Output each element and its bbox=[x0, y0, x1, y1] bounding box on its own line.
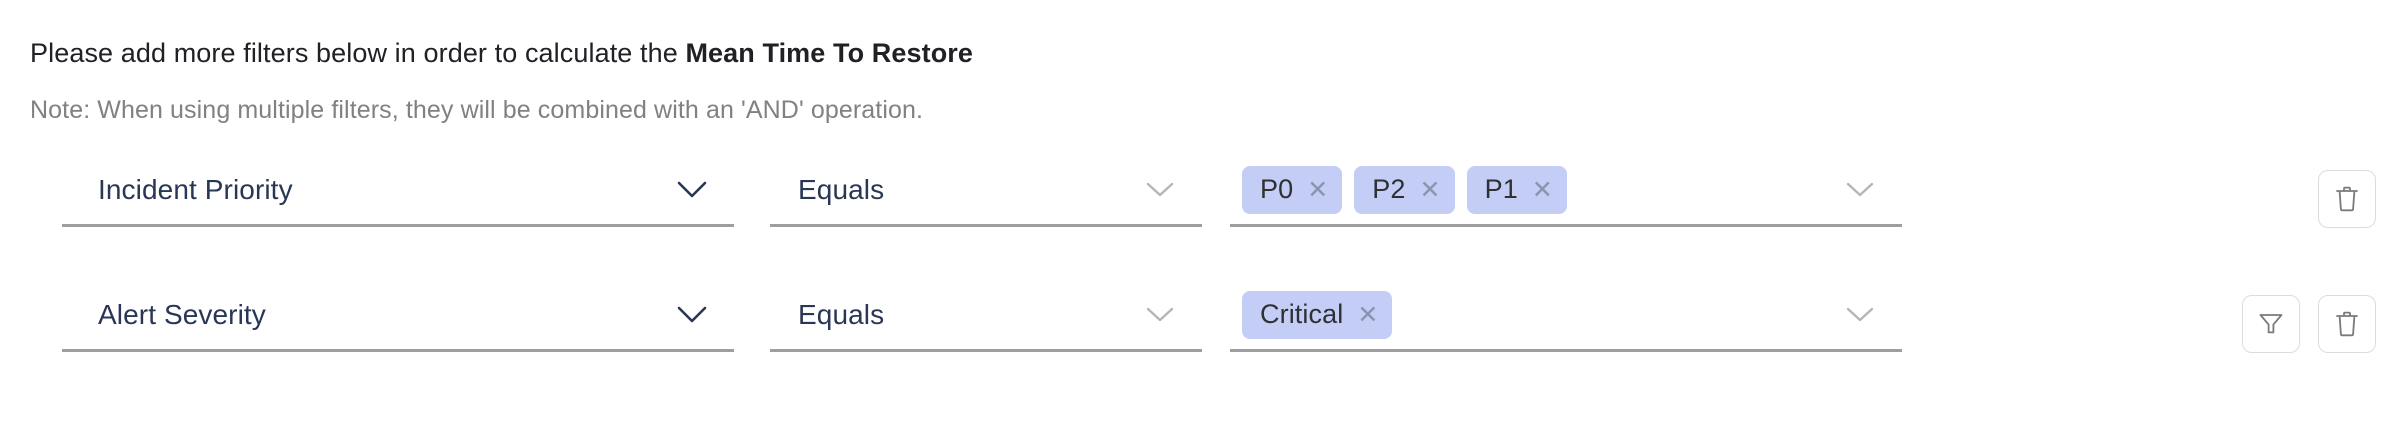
values-multiselect[interactable]: P0 ✕ P2 ✕ P1 ✕ bbox=[1230, 155, 1902, 227]
attribute-select[interactable]: Alert Severity bbox=[62, 280, 734, 352]
filter-row: Alert Severity Equals Critical ✕ bbox=[0, 280, 2408, 405]
close-icon[interactable]: ✕ bbox=[1531, 175, 1553, 204]
chevron-down-icon[interactable] bbox=[672, 295, 712, 335]
value-chip-label: P1 bbox=[1484, 174, 1518, 204]
filter-rows: Incident Priority Equals P0 ✕ bbox=[0, 155, 2408, 405]
metric-name: Mean Time To Restore bbox=[685, 38, 974, 68]
filter-row: Incident Priority Equals P0 ✕ bbox=[0, 155, 2408, 280]
add-filter-button[interactable] bbox=[2242, 295, 2300, 353]
row-actions bbox=[2242, 288, 2376, 360]
funnel-icon bbox=[2259, 314, 2283, 334]
attribute-select[interactable]: Incident Priority bbox=[62, 155, 734, 227]
delete-filter-button[interactable] bbox=[2318, 295, 2376, 353]
operator-select[interactable]: Equals bbox=[770, 155, 1202, 227]
row-actions bbox=[2318, 163, 2376, 235]
attribute-select-value: Incident Priority bbox=[98, 173, 293, 205]
value-chip[interactable]: Critical ✕ bbox=[1242, 290, 1393, 339]
chevron-down-icon[interactable] bbox=[1840, 170, 1880, 210]
value-chip-label: P2 bbox=[1372, 174, 1406, 204]
operator-select-value: Equals bbox=[798, 298, 885, 330]
operator-select[interactable]: Equals bbox=[770, 280, 1202, 352]
chevron-down-icon[interactable] bbox=[1840, 295, 1880, 335]
attribute-select-value: Alert Severity bbox=[98, 298, 266, 330]
page-title-prefix: Please add more filters below in order t… bbox=[30, 38, 686, 68]
filter-note: Note: When using multiple filters, they … bbox=[30, 96, 924, 124]
value-chip[interactable]: P0 ✕ bbox=[1242, 165, 1343, 214]
selected-values: P0 ✕ P2 ✕ P1 ✕ bbox=[1230, 165, 1840, 214]
values-multiselect[interactable]: Critical ✕ bbox=[1230, 280, 1902, 352]
operator-select-value: Equals bbox=[798, 173, 885, 205]
value-chip-label: Critical bbox=[1260, 299, 1344, 329]
page-title: Please add more filters below in order t… bbox=[30, 37, 973, 69]
chevron-down-icon[interactable] bbox=[672, 170, 712, 210]
trash-icon bbox=[2336, 311, 2358, 337]
value-chip[interactable]: P2 ✕ bbox=[1354, 165, 1455, 214]
value-chip[interactable]: P1 ✕ bbox=[1466, 165, 1567, 214]
close-icon[interactable]: ✕ bbox=[1357, 300, 1379, 329]
delete-filter-button[interactable] bbox=[2318, 170, 2376, 228]
close-icon[interactable]: ✕ bbox=[1419, 175, 1441, 204]
selected-values: Critical ✕ bbox=[1230, 290, 1840, 339]
value-chip-label: P0 bbox=[1260, 174, 1294, 204]
chevron-down-icon[interactable] bbox=[1140, 170, 1180, 210]
chevron-down-icon[interactable] bbox=[1140, 295, 1180, 335]
close-icon[interactable]: ✕ bbox=[1307, 175, 1329, 204]
trash-icon bbox=[2336, 186, 2358, 212]
